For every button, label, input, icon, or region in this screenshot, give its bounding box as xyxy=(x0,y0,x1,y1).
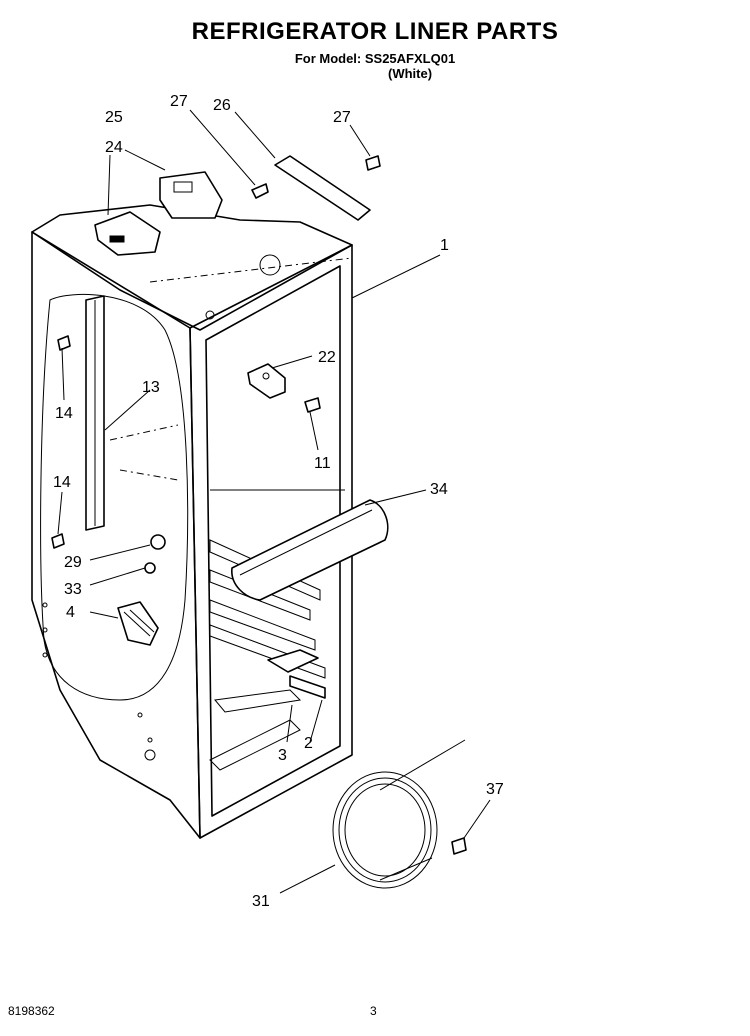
part-25-bracket xyxy=(159,171,223,219)
page-title: REFRIGERATOR LINER PARTS xyxy=(191,18,559,45)
callout-26: 26 xyxy=(213,97,231,114)
part-33-plug xyxy=(144,562,156,574)
page-number: 3 xyxy=(370,1004,377,1018)
model-color: (White) xyxy=(388,66,433,81)
part-27-screw-a xyxy=(251,183,269,199)
part-14-screw-b xyxy=(51,533,65,549)
part-22-bracket xyxy=(247,363,286,399)
callout-1: 1 xyxy=(440,237,449,254)
callout-37: 37 xyxy=(486,781,504,798)
part-13-rail xyxy=(85,295,105,531)
callout-27-left: 27 xyxy=(170,93,188,110)
part-37-screw xyxy=(451,837,467,855)
callout-22: 22 xyxy=(318,349,336,366)
part-34-cover xyxy=(231,499,389,601)
callout-labels: 1 25 24 27 26 27 22 11 13 14 14 34 29 33… xyxy=(53,93,504,910)
callout-4: 4 xyxy=(66,604,75,621)
part-26-cover-strip xyxy=(274,155,371,221)
callout-14-bottom: 14 xyxy=(53,474,71,491)
document-number: 8198362 xyxy=(8,1004,55,1018)
callout-14-top: 14 xyxy=(55,405,73,422)
part-2-bracket xyxy=(289,675,326,699)
leader-lines xyxy=(57,109,491,894)
part-31-tubing-coil xyxy=(332,739,466,889)
callout-34: 34 xyxy=(430,481,448,498)
callout-29: 29 xyxy=(64,554,82,571)
callout-2: 2 xyxy=(304,735,313,752)
part-29-clip xyxy=(150,534,166,550)
part-4-vent xyxy=(117,601,159,646)
part-11-screw xyxy=(304,397,321,413)
part-14-screw-a xyxy=(57,335,71,351)
part-27-screw-b xyxy=(365,155,381,171)
model-line: For Model: SS25AFXLQ01 xyxy=(294,51,456,66)
callout-31: 31 xyxy=(252,893,270,910)
callout-11: 11 xyxy=(314,455,331,472)
part-3-bracket xyxy=(267,649,319,673)
callout-24: 24 xyxy=(105,139,123,156)
callout-13: 13 xyxy=(142,379,160,396)
callout-3: 3 xyxy=(278,747,287,764)
part-24-damper-control xyxy=(94,211,161,256)
callout-33: 33 xyxy=(64,581,82,598)
callout-25: 25 xyxy=(105,109,123,126)
callout-27-right: 27 xyxy=(333,109,351,126)
